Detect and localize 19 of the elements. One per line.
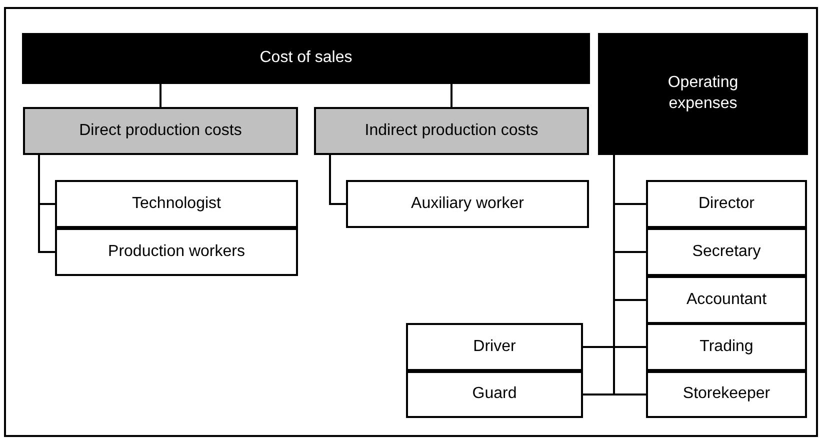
position-box: Production workers xyxy=(55,228,298,276)
connector-line xyxy=(160,84,162,107)
position-box: Guard xyxy=(406,371,583,418)
subcategory-box: Indirect production costs xyxy=(314,107,589,155)
position-box: Accountant xyxy=(646,276,807,324)
connector-line xyxy=(38,155,55,253)
position-box: Storekeeper xyxy=(646,371,807,418)
position-box: Driver xyxy=(406,323,583,371)
connector-line xyxy=(450,84,452,107)
subcategory-box: Direct production costs xyxy=(23,107,298,155)
connector-line xyxy=(329,155,346,205)
category-header: Operating expenses xyxy=(598,33,808,155)
position-box: Trading xyxy=(646,323,807,371)
connector-line xyxy=(583,155,615,396)
position-box: Auxiliary worker xyxy=(346,180,589,228)
position-box: Secretary xyxy=(646,228,807,276)
category-header: Cost of sales xyxy=(22,33,590,84)
position-box: Director xyxy=(646,180,807,228)
position-box: Technologist xyxy=(55,180,298,228)
